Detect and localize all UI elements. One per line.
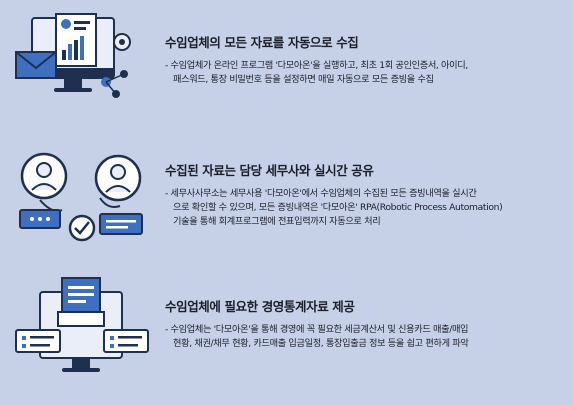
computer-mail-document-icon	[12, 12, 152, 111]
feature-text: 수임업체에 필요한 경영통계자료 제공 - 수임업체는 '다모아온'을 통해 경…	[165, 296, 565, 351]
description-line: 으로 확인할 수 있으며, 모든 증빙내역은 '다모아온' RPA(Roboti…	[173, 202, 503, 213]
description-line: 패스워드, 통장 비밀번호 등을 설정하면 매일 자동으로 모든 증빙을 수집	[173, 74, 434, 85]
monitor-documents-icon	[12, 272, 152, 386]
feature-title: 수임업체의 모든 자료를 자동으로 수집	[165, 35, 359, 50]
description-line: 기술을 통해 회계프로그램에 전표입력까지 자동으로 처리	[173, 216, 381, 227]
feature-text: 수임업체의 모든 자료를 자동으로 수집 - 수임업체가 온라인 프로그램 '다…	[165, 32, 565, 87]
feature-text: 수집된 자료는 담당 세무사와 실시간 공유 - 세무사사무소는 세무사용 '다…	[165, 160, 565, 229]
description-line: - 수임업체는 '다모아온'을 통해 경영에 꼭 필요한 세금계산서 및 신용카…	[165, 324, 469, 335]
description-line: 현황, 채권/채무 현황, 카드매출 입금일정, 통장입출금 정보 등을 쉽고 …	[173, 338, 469, 349]
two-people-chat-icon	[12, 148, 152, 252]
feature-description: - 수임업체가 온라인 프로그램 '다모아온'을 실행하고, 최초 1회 공인인…	[165, 59, 565, 87]
description-line: - 수임업체가 온라인 프로그램 '다모아온'을 실행하고, 최초 1회 공인인…	[165, 60, 468, 71]
description-line: - 세무사사무소는 세무사용 '다모아온'에서 수임업체의 수집된 모든 증빙내…	[165, 188, 477, 199]
feature-description: - 수임업체는 '다모아온'을 통해 경영에 꼭 필요한 세금계산서 및 신용카…	[165, 323, 565, 351]
feature-title: 수집된 자료는 담당 세무사와 실시간 공유	[165, 163, 374, 178]
feature-title: 수임업체에 필요한 경영통계자료 제공	[165, 299, 355, 314]
feature-description: - 세무사사무소는 세무사용 '다모아온'에서 수임업체의 수집된 모든 증빙내…	[165, 187, 565, 229]
